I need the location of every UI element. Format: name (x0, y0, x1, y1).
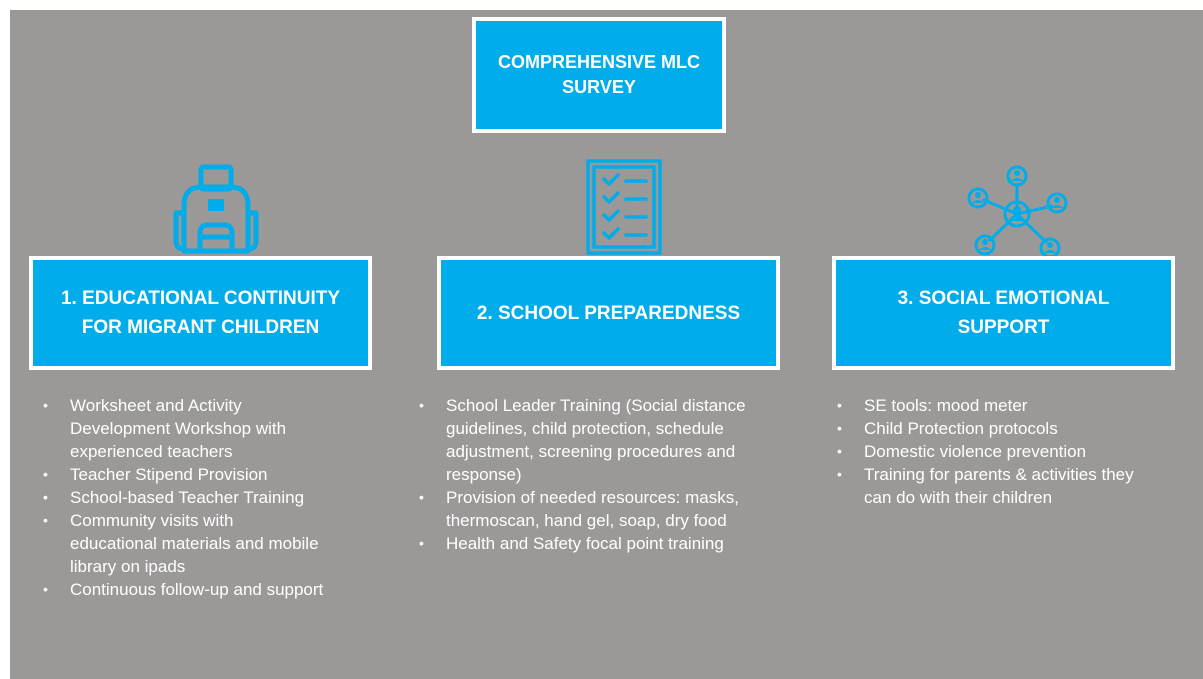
list-item: School Leader Training (Social distance … (413, 394, 803, 486)
list-item: Teacher Stipend Provision (37, 463, 397, 486)
checklist-icon (586, 159, 662, 255)
column-3-heading: 3. SOCIAL EMOTIONAL SUPPORT (897, 288, 1110, 338)
column-3-heading-box: 3. SOCIAL EMOTIONAL SUPPORT (832, 256, 1175, 370)
survey-title-box: COMPREHENSIVE MLC SURVEY (472, 17, 726, 133)
list-item: Training for parents & activities they c… (831, 463, 1203, 509)
column-2-bullet-list: School Leader Training (Social distance … (413, 394, 803, 555)
column-1-heading: 1. EDUCATIONAL CONTINUITY FOR MIGRANT CH… (60, 288, 341, 338)
column-1-bullet-list: Worksheet and Activity Development Works… (37, 394, 397, 601)
column-3-bullet-list: SE tools: mood meter Child Protection pr… (831, 394, 1203, 509)
list-item: SE tools: mood meter (831, 394, 1203, 417)
list-item: Provision of needed resources: masks, th… (413, 486, 803, 532)
list-item: Child Protection protocols (831, 417, 1203, 440)
column-2-heading: 2. SCHOOL PREPAREDNESS (476, 302, 741, 324)
list-item: School-based Teacher Training (37, 486, 397, 509)
column-1-heading-box: 1. EDUCATIONAL CONTINUITY FOR MIGRANT CH… (29, 256, 372, 370)
list-item: Domestic violence prevention (831, 440, 1203, 463)
column-2-heading-box: 2. SCHOOL PREPAREDNESS (437, 256, 780, 370)
list-item: Community visits with educational materi… (37, 509, 397, 578)
list-item: Continuous follow-up and support (37, 578, 397, 601)
backpack-icon (173, 164, 259, 254)
list-item: Worksheet and Activity Development Works… (37, 394, 397, 463)
survey-title: COMPREHENSIVE MLC SURVEY (497, 52, 701, 97)
list-item: Health and Safety focal point training (413, 532, 803, 555)
people-network-icon (967, 165, 1068, 259)
